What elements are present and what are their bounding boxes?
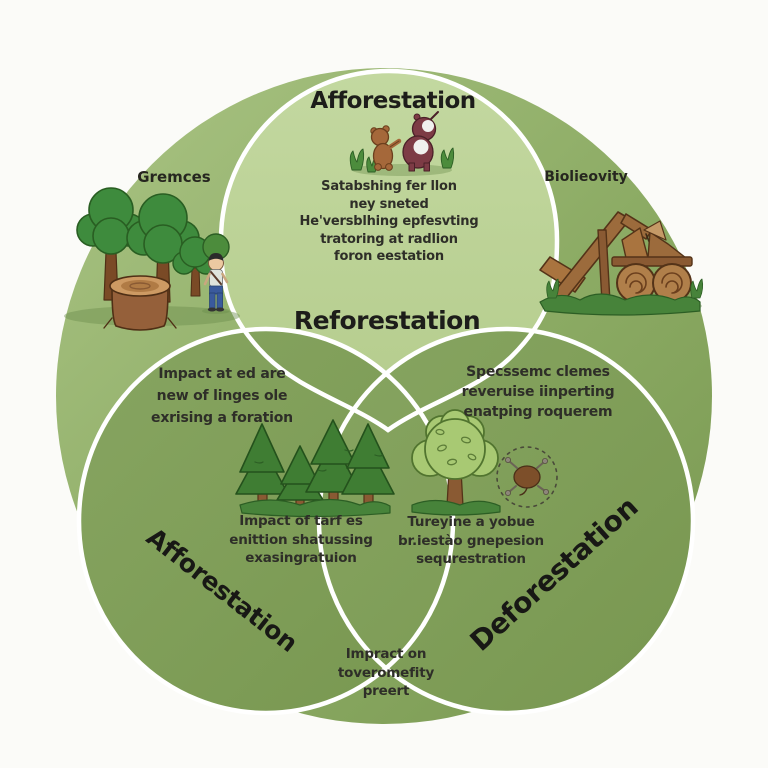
left-circle-upper-text: Impact at ed are new of linges ole exris… bbox=[151, 366, 293, 426]
outer-label-left: Gremces bbox=[137, 168, 211, 186]
left-circle-lower-text: Impact of tarf es enittion shatussing ex… bbox=[229, 513, 373, 566]
right-circle-lower-text: Tureyine a yobue br.iestào gnepesion seq… bbox=[398, 514, 544, 567]
top-circle-title: Afforestation bbox=[310, 88, 476, 114]
top-circle-border bbox=[218, 68, 560, 433]
log-crane-illustration bbox=[539, 211, 704, 316]
tree-and-seed-illustration bbox=[411, 409, 558, 516]
center-title: Reforestation bbox=[293, 306, 481, 335]
pine-trees-illustration bbox=[235, 419, 395, 518]
bottom-right-circle-region bbox=[319, 329, 693, 713]
top-circle-text: Satabshing fer llon ney sneted He'versbl… bbox=[299, 179, 479, 264]
forest-animals-illustration bbox=[349, 111, 455, 176]
bottom-center-text: Impract on toveromefity preert bbox=[337, 646, 435, 699]
outer-label-right: Biolieovity bbox=[544, 169, 628, 185]
trees-stump-person-illustration bbox=[64, 187, 240, 331]
right-circle-upper-text: Specssemc clemes reveruise iinperting en… bbox=[461, 364, 615, 420]
bottom-left-circle-border bbox=[76, 326, 456, 716]
bottom-right-circle-border bbox=[316, 326, 696, 716]
